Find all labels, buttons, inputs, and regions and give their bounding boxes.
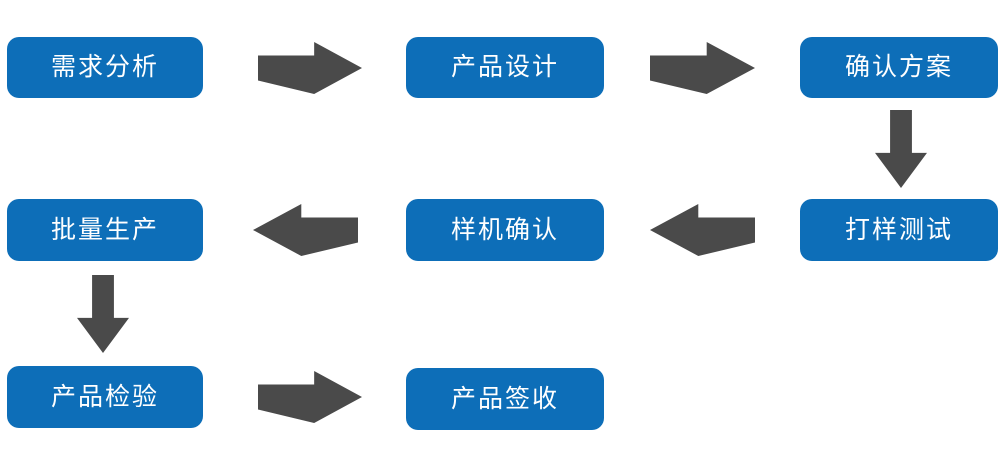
flow-node-prototype-confirmation: 样机确认 <box>406 199 604 261</box>
flow-node-label: 产品设计 <box>450 53 559 81</box>
flow-node-requirement-analysis: 需求分析 <box>7 37 203 98</box>
arrow-left-icon <box>253 204 358 256</box>
flow-node-label: 产品检验 <box>50 382 159 411</box>
arrow-down-icon <box>875 110 927 188</box>
flow-node-product-acceptance: 产品签收 <box>406 368 604 430</box>
arrow-right-icon <box>258 42 362 94</box>
flow-node-mass-production: 批量生产 <box>7 199 203 261</box>
flow-node-label: 样机确认 <box>450 215 559 244</box>
flow-node-confirm-plan: 确认方案 <box>800 37 998 98</box>
flow-node-product-inspection: 产品检验 <box>7 366 203 428</box>
arrow-right-icon <box>258 371 362 423</box>
flow-node-label: 批量生产 <box>50 215 159 244</box>
flow-node-sample-testing: 打样测试 <box>800 199 998 261</box>
arrow-left-icon <box>650 204 755 256</box>
flow-node-label: 打样测试 <box>844 215 953 244</box>
arrow-right-icon <box>650 42 755 94</box>
flow-node-label: 产品签收 <box>450 384 559 413</box>
flow-node-label: 确认方案 <box>844 53 953 81</box>
arrow-down-icon <box>77 275 129 353</box>
flow-node-product-design: 产品设计 <box>406 37 604 98</box>
flow-node-label: 需求分析 <box>50 53 159 81</box>
